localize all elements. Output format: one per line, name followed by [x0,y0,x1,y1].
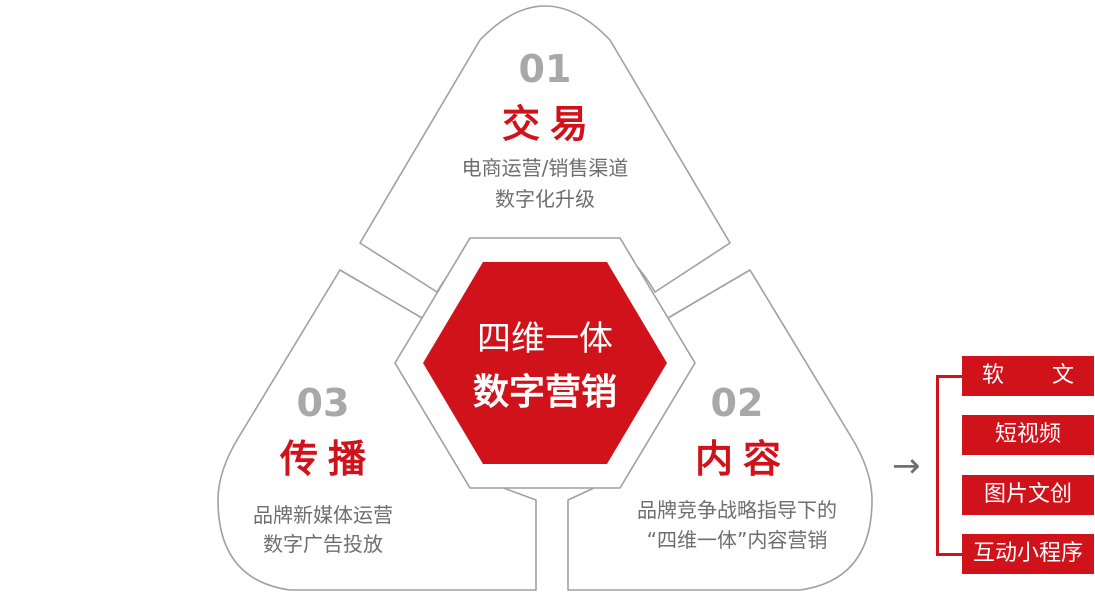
core-title-line1: 四维一体 [477,319,613,359]
bracket-tick-4 [936,553,962,556]
bracket-tick-1 [936,375,962,378]
content-desc-line2: “四维一体”内容营销 [647,528,828,552]
content-heading: 内容 [695,437,791,481]
bracket-vertical [936,376,939,556]
content-desc-line1: 品牌竞争战略指导下的 [637,498,837,522]
spread-heading: 传播 [279,437,376,481]
trade-heading: 交易 [502,102,598,146]
trade-desc-line1: 电商运营/销售渠道 [462,156,629,180]
lobe-spread [217,269,537,591]
tag-soft-article: 软 文 [962,356,1094,396]
trade-desc-line2: 数字化升级 [495,187,595,211]
tag-short-video: 短视频 [962,415,1094,455]
core-hexagon [423,262,667,464]
lobe-content [567,269,873,591]
arrow-right-icon: → [892,446,921,486]
trade-number: 01 [519,47,572,91]
tag-image-creative: 图片文创 [962,475,1094,515]
content-number: 02 [711,381,764,425]
tag-mini-program: 互动小程序 [962,534,1094,574]
spread-desc-line1: 品牌新媒体运营 [253,503,393,527]
core-title-line2: 数字营销 [473,372,617,413]
spread-desc-line2: 数字广告投放 [263,532,383,556]
spread-number: 03 [297,381,350,425]
